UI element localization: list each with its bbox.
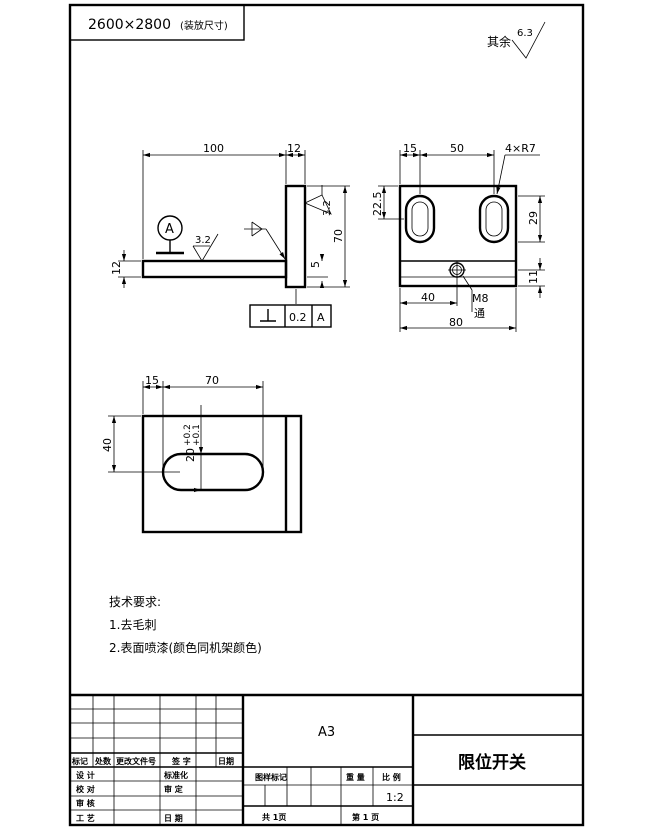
tb-part-name: 限位开关 [458,752,526,773]
tb-sign: 签 字 [171,756,191,766]
notes-title: 技术要求: [109,595,161,609]
top-dim-slot-width: 20 [184,448,197,462]
blank-size-text: 2600×2800 [88,17,171,33]
front-dim-hole-height: 11 [527,270,540,284]
front-dim-hole-pos: 40 [421,291,435,304]
tb-approve: 审 定 [164,784,183,794]
title-block: 标记 处数 更改文件号 签 字 日期 设 计 校 对 审 核 工 艺 标准化 审… [70,693,583,825]
rest-roughness: 其余 6.3 [487,21,546,59]
dim-height: 70 [332,229,345,243]
notes-item-1: 1.去毛刺 [109,618,156,632]
drawing-border [68,3,585,827]
tb-sheet-size: A3 [318,725,335,740]
tb-total: 共 1页 [262,812,286,822]
tolerance-value: 0.2 [289,311,307,324]
tb-date2: 日 期 [164,813,183,823]
front-dim-slot-right: 29 [527,211,540,225]
roughness-2: 3.2 [322,200,333,216]
notes-item-2: 2.表面喷漆(颜色同机架颜色) [109,640,262,655]
top-tol-lower: +0.1 [192,424,202,446]
top-dim-depth: 40 [101,438,114,452]
tb-scale-label: 比 例 [382,772,401,782]
tb-scale: 1:2 [386,791,404,804]
top-tol-upper: +0.2 [183,424,193,446]
front-dim-slot-spacing: 50 [450,142,464,155]
tb-count: 处数 [94,756,112,766]
dim-thickness-top: 12 [287,142,301,155]
tb-check: 校 对 [76,784,95,794]
tb-page: 第 1 页 [352,812,379,822]
dim-thickness-left: 12 [110,261,123,275]
top-dim-left-offset: 15 [145,374,159,387]
front-thread: M8 [472,292,489,305]
technical-notes: 技术要求: 1.去毛刺 2.表面喷漆(颜色同机架颜色) [109,595,262,655]
tb-date: 日期 [218,756,234,766]
tb-process: 工 艺 [76,813,95,823]
tb-review: 审 核 [76,798,95,808]
blank-size-note: (装放尺寸) [180,19,228,32]
front-dim-radius: 4×R7 [505,142,536,155]
side-view: 100 12 70 5 12 A 3.2 [110,142,350,328]
rest-label: 其余 [487,34,511,49]
dim-length: 100 [203,142,224,155]
tb-standard: 标准化 [163,770,188,780]
dim-small: 5 [309,261,322,268]
front-view: 15 50 4×R7 22.5 29 11 40 M8 通 [371,142,545,332]
tolerance-datum: A [317,311,325,324]
front-dim-left-offset: 15 [403,142,417,155]
front-thread-note: 通 [474,307,485,320]
blank-size-box: 2600×2800 (装放尺寸) [69,4,245,41]
roughness-1: 3.2 [195,235,211,246]
front-dim-slot-top: 22.5 [371,192,384,217]
tb-weight: 重 量 [346,772,365,782]
top-view: 15 70 40 20 +0.2 +0.1 [101,374,303,534]
rest-roughness-value: 6.3 [517,28,533,39]
tb-drawing-mark: 图样标记 [255,772,287,782]
front-dim-width: 80 [449,316,463,329]
tb-change-file: 更改文件号 [116,756,156,766]
datum-label: A [165,222,174,237]
tb-design: 设 计 [76,770,95,780]
top-dim-slot-length: 70 [205,374,219,387]
tb-mark: 标记 [71,756,88,766]
